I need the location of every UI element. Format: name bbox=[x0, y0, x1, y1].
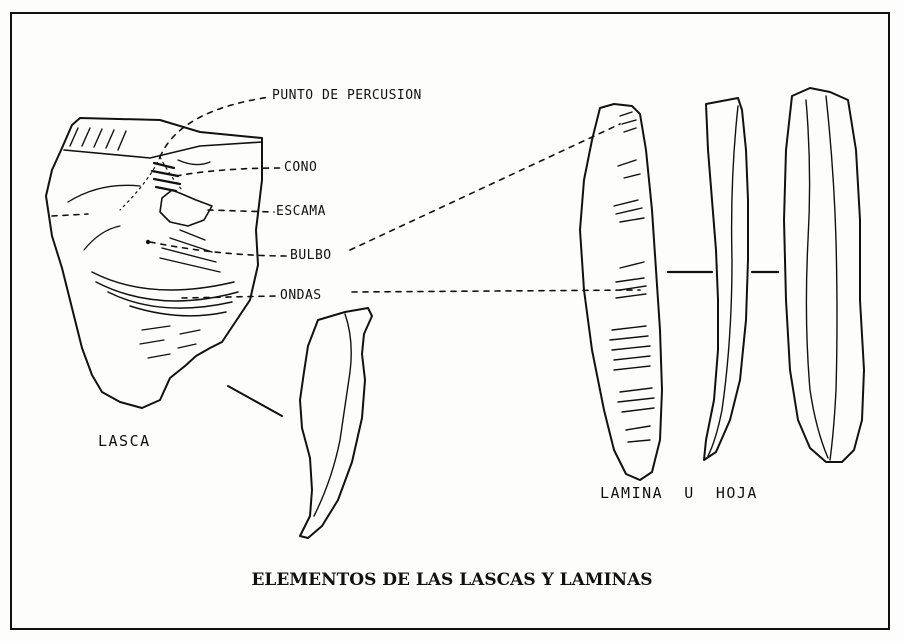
label-escama: ESCAMA bbox=[276, 204, 326, 219]
label-cono: CONO bbox=[284, 160, 318, 175]
lasca-flake-drawing bbox=[45, 117, 263, 409]
platform-hatching bbox=[69, 127, 127, 151]
escama-scar bbox=[159, 189, 213, 227]
cono-hatching bbox=[150, 161, 182, 193]
label-leaders bbox=[51, 96, 641, 299]
lamina-back-drawing bbox=[783, 87, 865, 463]
label-lamina-u-hoja: LAMINA U HOJA bbox=[600, 484, 758, 502]
figure-border bbox=[10, 12, 890, 630]
label-ondas: ONDAS bbox=[280, 288, 322, 303]
lamina-front-hatching bbox=[609, 111, 655, 443]
label-punto-de-percusion: PUNTO DE PERCUSION bbox=[272, 88, 422, 103]
lamina-profile-drawing bbox=[703, 97, 749, 461]
figure-caption: ELEMENTOS DE LAS LASCAS Y LAMINAS bbox=[251, 570, 653, 590]
ondas-ripples bbox=[91, 271, 239, 317]
lower-flake-dashes bbox=[139, 325, 201, 359]
label-lasca: LASCA bbox=[98, 432, 151, 450]
bulbo-hatching bbox=[159, 229, 221, 273]
label-bulbo: BULBO bbox=[290, 248, 332, 263]
lamina-front-drawing bbox=[579, 103, 663, 481]
lasca-profile-drawing bbox=[299, 307, 373, 539]
